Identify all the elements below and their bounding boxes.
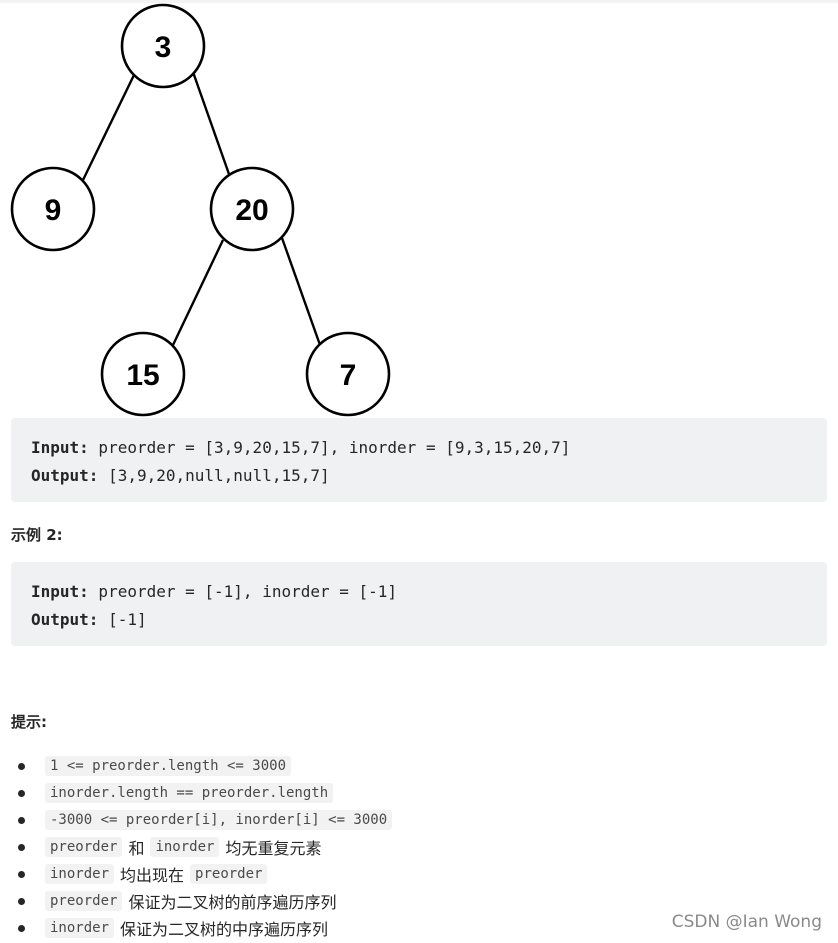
tree-node-right: 20 (209, 166, 295, 252)
tree-node-left: 9 (10, 166, 96, 252)
output-label: Output: (31, 610, 99, 629)
constraint-item: 1 <= preorder.length <= 3000 (17, 752, 392, 779)
output-value: [3,9,20,null,null,15,7] (98, 466, 330, 485)
tree-node-label: 9 (45, 194, 62, 227)
example-2-input-line: Input: preorder = [-1], inorder = [-1] (31, 578, 807, 606)
constraint-text: 和 (128, 838, 145, 858)
inline-code: preorder (190, 863, 268, 884)
tree-node-label: 7 (340, 359, 357, 392)
tree-node-label: 3 (155, 31, 172, 64)
input-label: Input: (31, 438, 89, 457)
example-1-input-line: Input: preorder = [3,9,20,15,7], inorder… (31, 434, 807, 462)
inline-code: 1 <= preorder.length <= 3000 (45, 755, 292, 776)
constraint-text: 均出现在 (120, 865, 185, 885)
constraint-item: inorder 保证为二叉树的中序遍历序列 (17, 914, 392, 941)
binary-tree-diagram: 3 9 20 15 7 (10, 3, 391, 417)
inline-code: inorder (150, 836, 220, 857)
tree-node-right-right: 7 (305, 331, 391, 417)
watermark: CSDN @Ian Wong (671, 912, 822, 932)
example-1-code-block: Input: preorder = [3,9,20,15,7], inorder… (11, 418, 827, 502)
input-value: preorder = [-1], inorder = [-1] (88, 582, 398, 601)
output-value: [-1] (98, 610, 147, 629)
constraint-text: 保证为二叉树的前序遍历序列 (128, 892, 337, 912)
edge-3-20 (191, 71, 232, 178)
example-2-heading: 示例 2: (11, 526, 63, 544)
inline-code: preorder (45, 836, 123, 857)
constraint-item: inorder 均出现在 preorder (17, 860, 392, 887)
constraint-item: inorder.length == preorder.length (17, 779, 392, 806)
edge-20-15 (171, 239, 225, 346)
tree-node-label: 15 (126, 359, 159, 392)
constraints-list: 1 <= preorder.length <= 3000 inorder.len… (17, 752, 393, 941)
inline-code: inorder.length == preorder.length (45, 782, 334, 803)
edge-3-9 (81, 74, 136, 181)
constraint-item: preorder 保证为二叉树的前序遍历序列 (17, 887, 392, 914)
constraint-item: preorder 和 inorder 均无重复元素 (17, 833, 392, 860)
example-2-code-block: Input: preorder = [-1], inorder = [-1] O… (11, 562, 827, 646)
input-value: preorder = [3,9,20,15,7], inorder = [9,3… (88, 438, 571, 457)
constraint-item: -3000 <= preorder[i], inorder[i] <= 3000 (17, 806, 393, 833)
hints-heading: 提示: (11, 713, 47, 731)
tree-node-root: 3 (120, 3, 206, 89)
inline-code: preorder (45, 890, 123, 911)
example-1-output-line: Output: [3,9,20,null,null,15,7] (31, 462, 807, 490)
constraint-text: 均无重复元素 (225, 838, 322, 858)
inline-code: inorder (45, 917, 115, 938)
edge-20-7 (280, 237, 322, 346)
tree-node-label: 20 (235, 194, 268, 227)
input-label: Input: (31, 582, 89, 601)
output-label: Output: (31, 466, 99, 485)
top-strip (0, 0, 838, 3)
inline-code: -3000 <= preorder[i], inorder[i] <= 3000 (45, 809, 393, 830)
example-2-output-line: Output: [-1] (31, 606, 807, 634)
inline-code: inorder (45, 863, 115, 884)
constraint-text: 保证为二叉树的中序遍历序列 (120, 919, 329, 939)
tree-node-right-left: 15 (100, 331, 186, 417)
